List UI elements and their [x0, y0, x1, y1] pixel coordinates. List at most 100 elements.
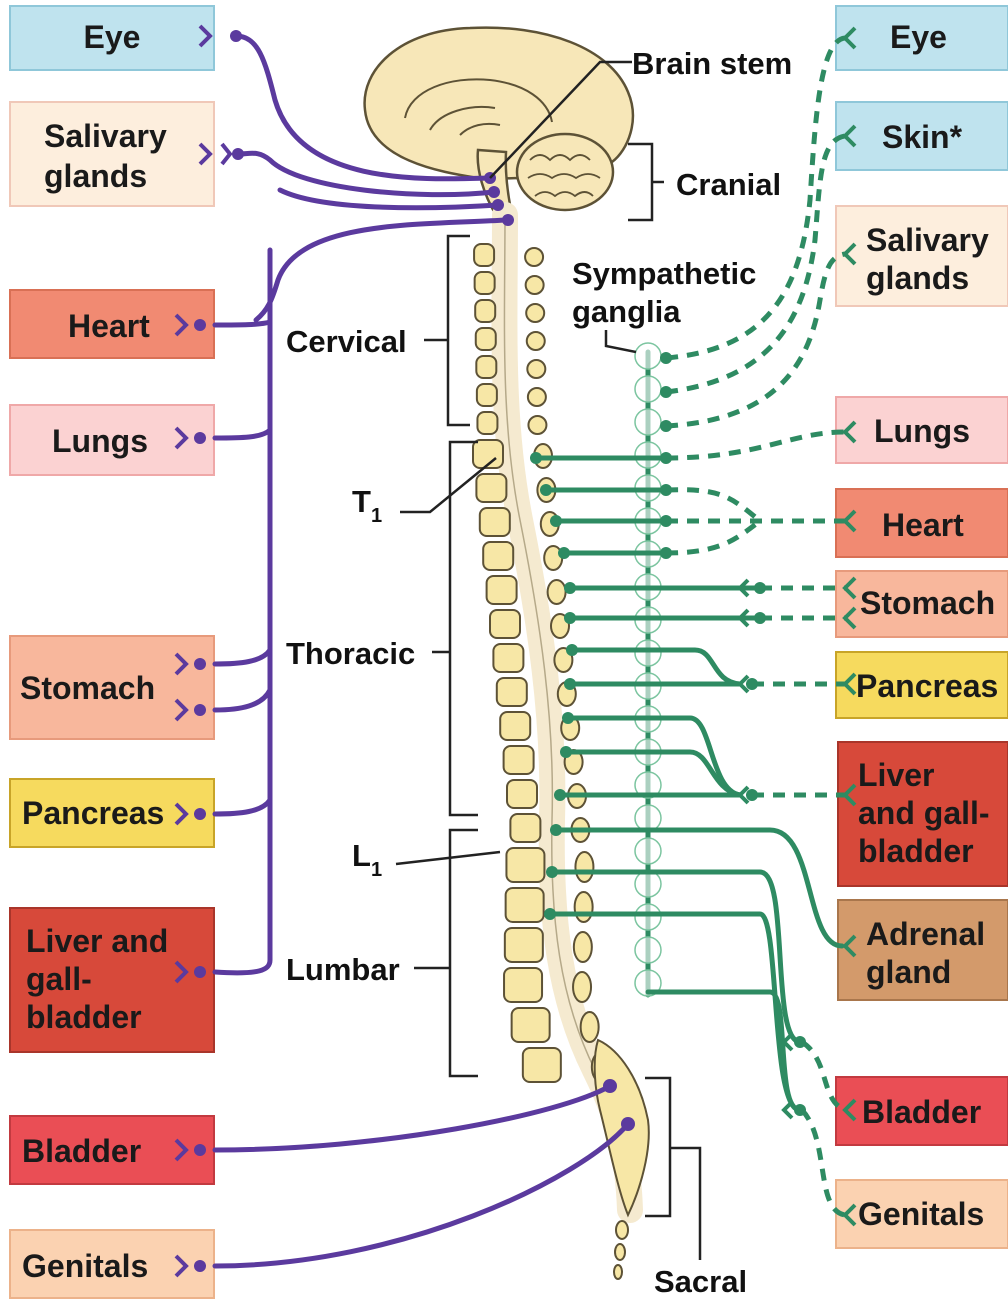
vertebra-process-19 [575, 852, 593, 882]
vertebra-body-3 [476, 328, 496, 350]
cerebellum [517, 134, 613, 210]
right-box-heart-label: Heart [882, 507, 964, 543]
coccyx [614, 1221, 628, 1279]
right-organ-boxes: Eye Skin* Salivary glands Lungs Heart St… [836, 6, 1008, 1248]
ganglion-14 [635, 805, 661, 831]
right-box-liver: Liver and gall- bladder [838, 742, 1008, 886]
vertebra-body-8 [476, 474, 506, 502]
vertebra-body-22 [504, 968, 542, 1002]
vertebra-body-18 [510, 814, 540, 842]
t1-label: T1 [352, 484, 382, 527]
vertebra-body-2 [475, 300, 495, 322]
right-box-adrenal: Adrenal gland [838, 900, 1008, 1000]
sympathetic-ganglia-label-1: Sympathetic [572, 256, 756, 291]
vertebra-body-11 [487, 576, 517, 604]
vertebra-body-14 [497, 678, 527, 706]
vertebra-body-5 [477, 384, 497, 406]
right-box-salivary-label-2: glands [866, 260, 969, 296]
ganglion-2 [635, 409, 661, 435]
right-box-salivary-label-1: Salivary [866, 222, 989, 258]
vertebra-process-20 [575, 892, 593, 922]
t1-label-sub: 1 [371, 505, 382, 527]
right-box-liver-label-1: Liver [858, 757, 934, 793]
l1-label-main: L [352, 838, 371, 873]
sacral-label: Sacral [654, 1264, 747, 1299]
left-box-liver: Liver and gall- bladder [10, 908, 214, 1052]
right-box-genitals: Genitals [836, 1180, 1008, 1248]
ganglion-1 [635, 376, 661, 402]
sympathetic-postganglionic-fibers [660, 28, 855, 1225]
right-box-stomach: Stomach [836, 571, 1008, 637]
vertebra-process-5 [528, 388, 546, 406]
vertebra-body-23 [512, 1008, 550, 1042]
left-box-stomach: Stomach [10, 636, 214, 739]
left-box-eye: Eye [10, 6, 214, 70]
left-box-salivary: Salivary glands [10, 102, 214, 206]
vertebra-process-0 [525, 248, 543, 266]
vertebra-body-16 [504, 746, 534, 774]
left-box-bladder-label: Bladder [22, 1133, 141, 1169]
left-box-stomach-label: Stomach [20, 670, 155, 706]
vertebra-process-22 [573, 972, 591, 1002]
right-box-eye: Eye [836, 6, 1008, 70]
vertebra-body-0 [474, 244, 494, 266]
ganglion-16 [635, 871, 661, 897]
vertebra-body-20 [506, 888, 544, 922]
ganglion-3 [635, 442, 661, 468]
vertebra-body-24 [523, 1048, 561, 1082]
vertebra-process-2 [526, 304, 544, 322]
thoracic-label: Thoracic [286, 636, 415, 671]
sympathetic-ganglia-label-2: ganglia [572, 294, 681, 329]
brain [365, 28, 633, 215]
l1-label: L1 [352, 838, 382, 881]
right-box-liver-label-2: and gall- [858, 795, 990, 831]
left-box-genitals-label: Genitals [22, 1248, 148, 1284]
l1-label-sub: 1 [371, 859, 382, 881]
left-box-pancreas-label: Pancreas [22, 795, 164, 831]
vertebra-process-6 [528, 416, 546, 434]
right-box-eye-label: Eye [890, 19, 947, 55]
vertebra-body-12 [490, 610, 520, 638]
vertebra-body-17 [507, 780, 537, 808]
vertebra-body-10 [483, 542, 513, 570]
vertebra-body-6 [477, 412, 497, 434]
right-box-genitals-label: Genitals [858, 1196, 984, 1232]
vertebra-process-1 [526, 276, 544, 294]
right-box-adrenal-label-1: Adrenal [866, 916, 985, 952]
left-box-liver-label-1: Liver and [26, 923, 168, 959]
cranial-label: Cranial [676, 167, 781, 202]
ganglion-0 [635, 343, 661, 369]
ganglion-18 [635, 937, 661, 963]
right-box-adrenal-label-2: gland [866, 954, 951, 990]
ganglion-9 [635, 640, 661, 666]
lumbar-label: Lumbar [286, 952, 400, 987]
brain-stem-label: Brain stem [632, 46, 792, 81]
vertebra-body-4 [476, 356, 496, 378]
right-box-pancreas: Pancreas [836, 652, 1008, 718]
right-box-salivary: Salivary glands [836, 206, 1008, 306]
right-box-skin: Skin* [836, 102, 1008, 170]
vertebra-body-19 [506, 848, 544, 882]
right-box-pancreas-label: Pancreas [856, 668, 998, 704]
vertebra-body-21 [505, 928, 543, 962]
left-box-salivary-label-2: glands [44, 158, 147, 194]
vertebra-body-9 [480, 508, 510, 536]
vertebra-process-23 [581, 1012, 599, 1042]
right-box-skin-label: Skin* [882, 119, 963, 155]
right-box-bladder-label: Bladder [862, 1094, 981, 1130]
vertebra-body-15 [500, 712, 530, 740]
left-organ-boxes: Eye Salivary glands Heart Lungs Stomach … [10, 6, 214, 1298]
t1-label-main: T [352, 484, 371, 519]
ganglion-15 [635, 838, 661, 864]
left-box-lungs-label: Lungs [52, 423, 148, 459]
left-box-heart-label: Heart [68, 308, 150, 344]
vertebra-process-11 [548, 580, 566, 604]
left-box-salivary-label-1: Salivary [44, 118, 167, 154]
right-box-bladder: Bladder [836, 1077, 1008, 1145]
left-box-eye-label: Eye [84, 19, 141, 55]
vertebra-body-1 [475, 272, 495, 294]
cervical-label: Cervical [286, 324, 407, 359]
right-box-heart: Heart [836, 489, 1008, 557]
right-box-liver-label-3: bladder [858, 833, 974, 869]
